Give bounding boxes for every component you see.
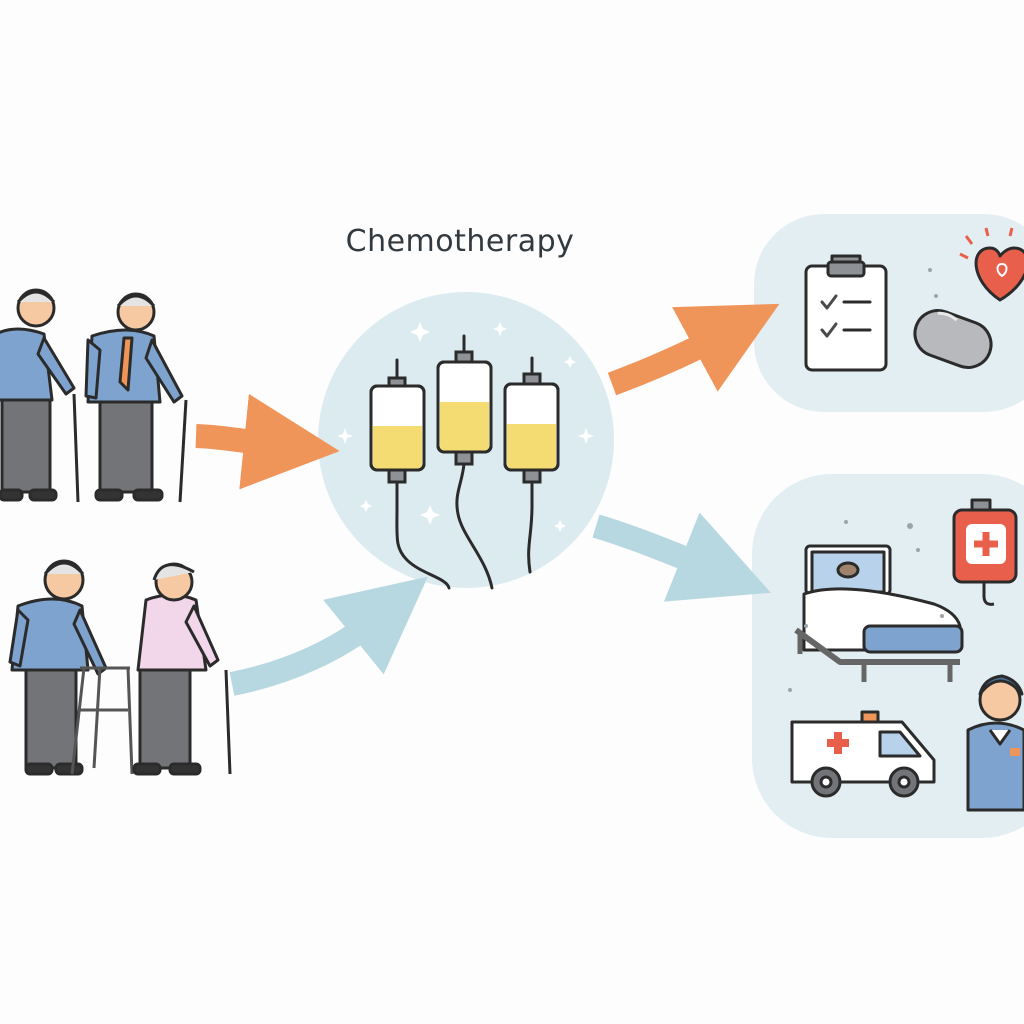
clipboard-checklist-icon <box>804 254 888 372</box>
chemotherapy-label: Chemotherapy <box>345 224 575 259</box>
blood-bag-icon <box>952 498 1018 606</box>
speckles <box>788 268 944 692</box>
iv-bag-icon <box>369 334 560 590</box>
elderly-man-cane-icon <box>0 288 80 503</box>
positive-outcome-panel <box>754 214 1024 412</box>
heart-icon <box>959 227 1024 302</box>
arrow-top-left-to-chemo <box>195 393 340 490</box>
ambulance-icon <box>790 710 936 798</box>
nurse-icon <box>966 674 1024 812</box>
arrow-chemo-to-adverse <box>592 512 771 602</box>
elderly-man-tie-cane-icon <box>84 292 188 503</box>
arrow-bottom-left-to-chemo <box>229 576 428 696</box>
hospital-bed-icon <box>794 544 964 682</box>
sparkles <box>337 322 594 532</box>
pill-capsule-icon <box>913 309 993 369</box>
arrow-chemo-to-positive <box>607 303 780 396</box>
elderly-woman-cane-icon <box>132 562 232 776</box>
elderly-man-walker-icon <box>8 559 134 776</box>
